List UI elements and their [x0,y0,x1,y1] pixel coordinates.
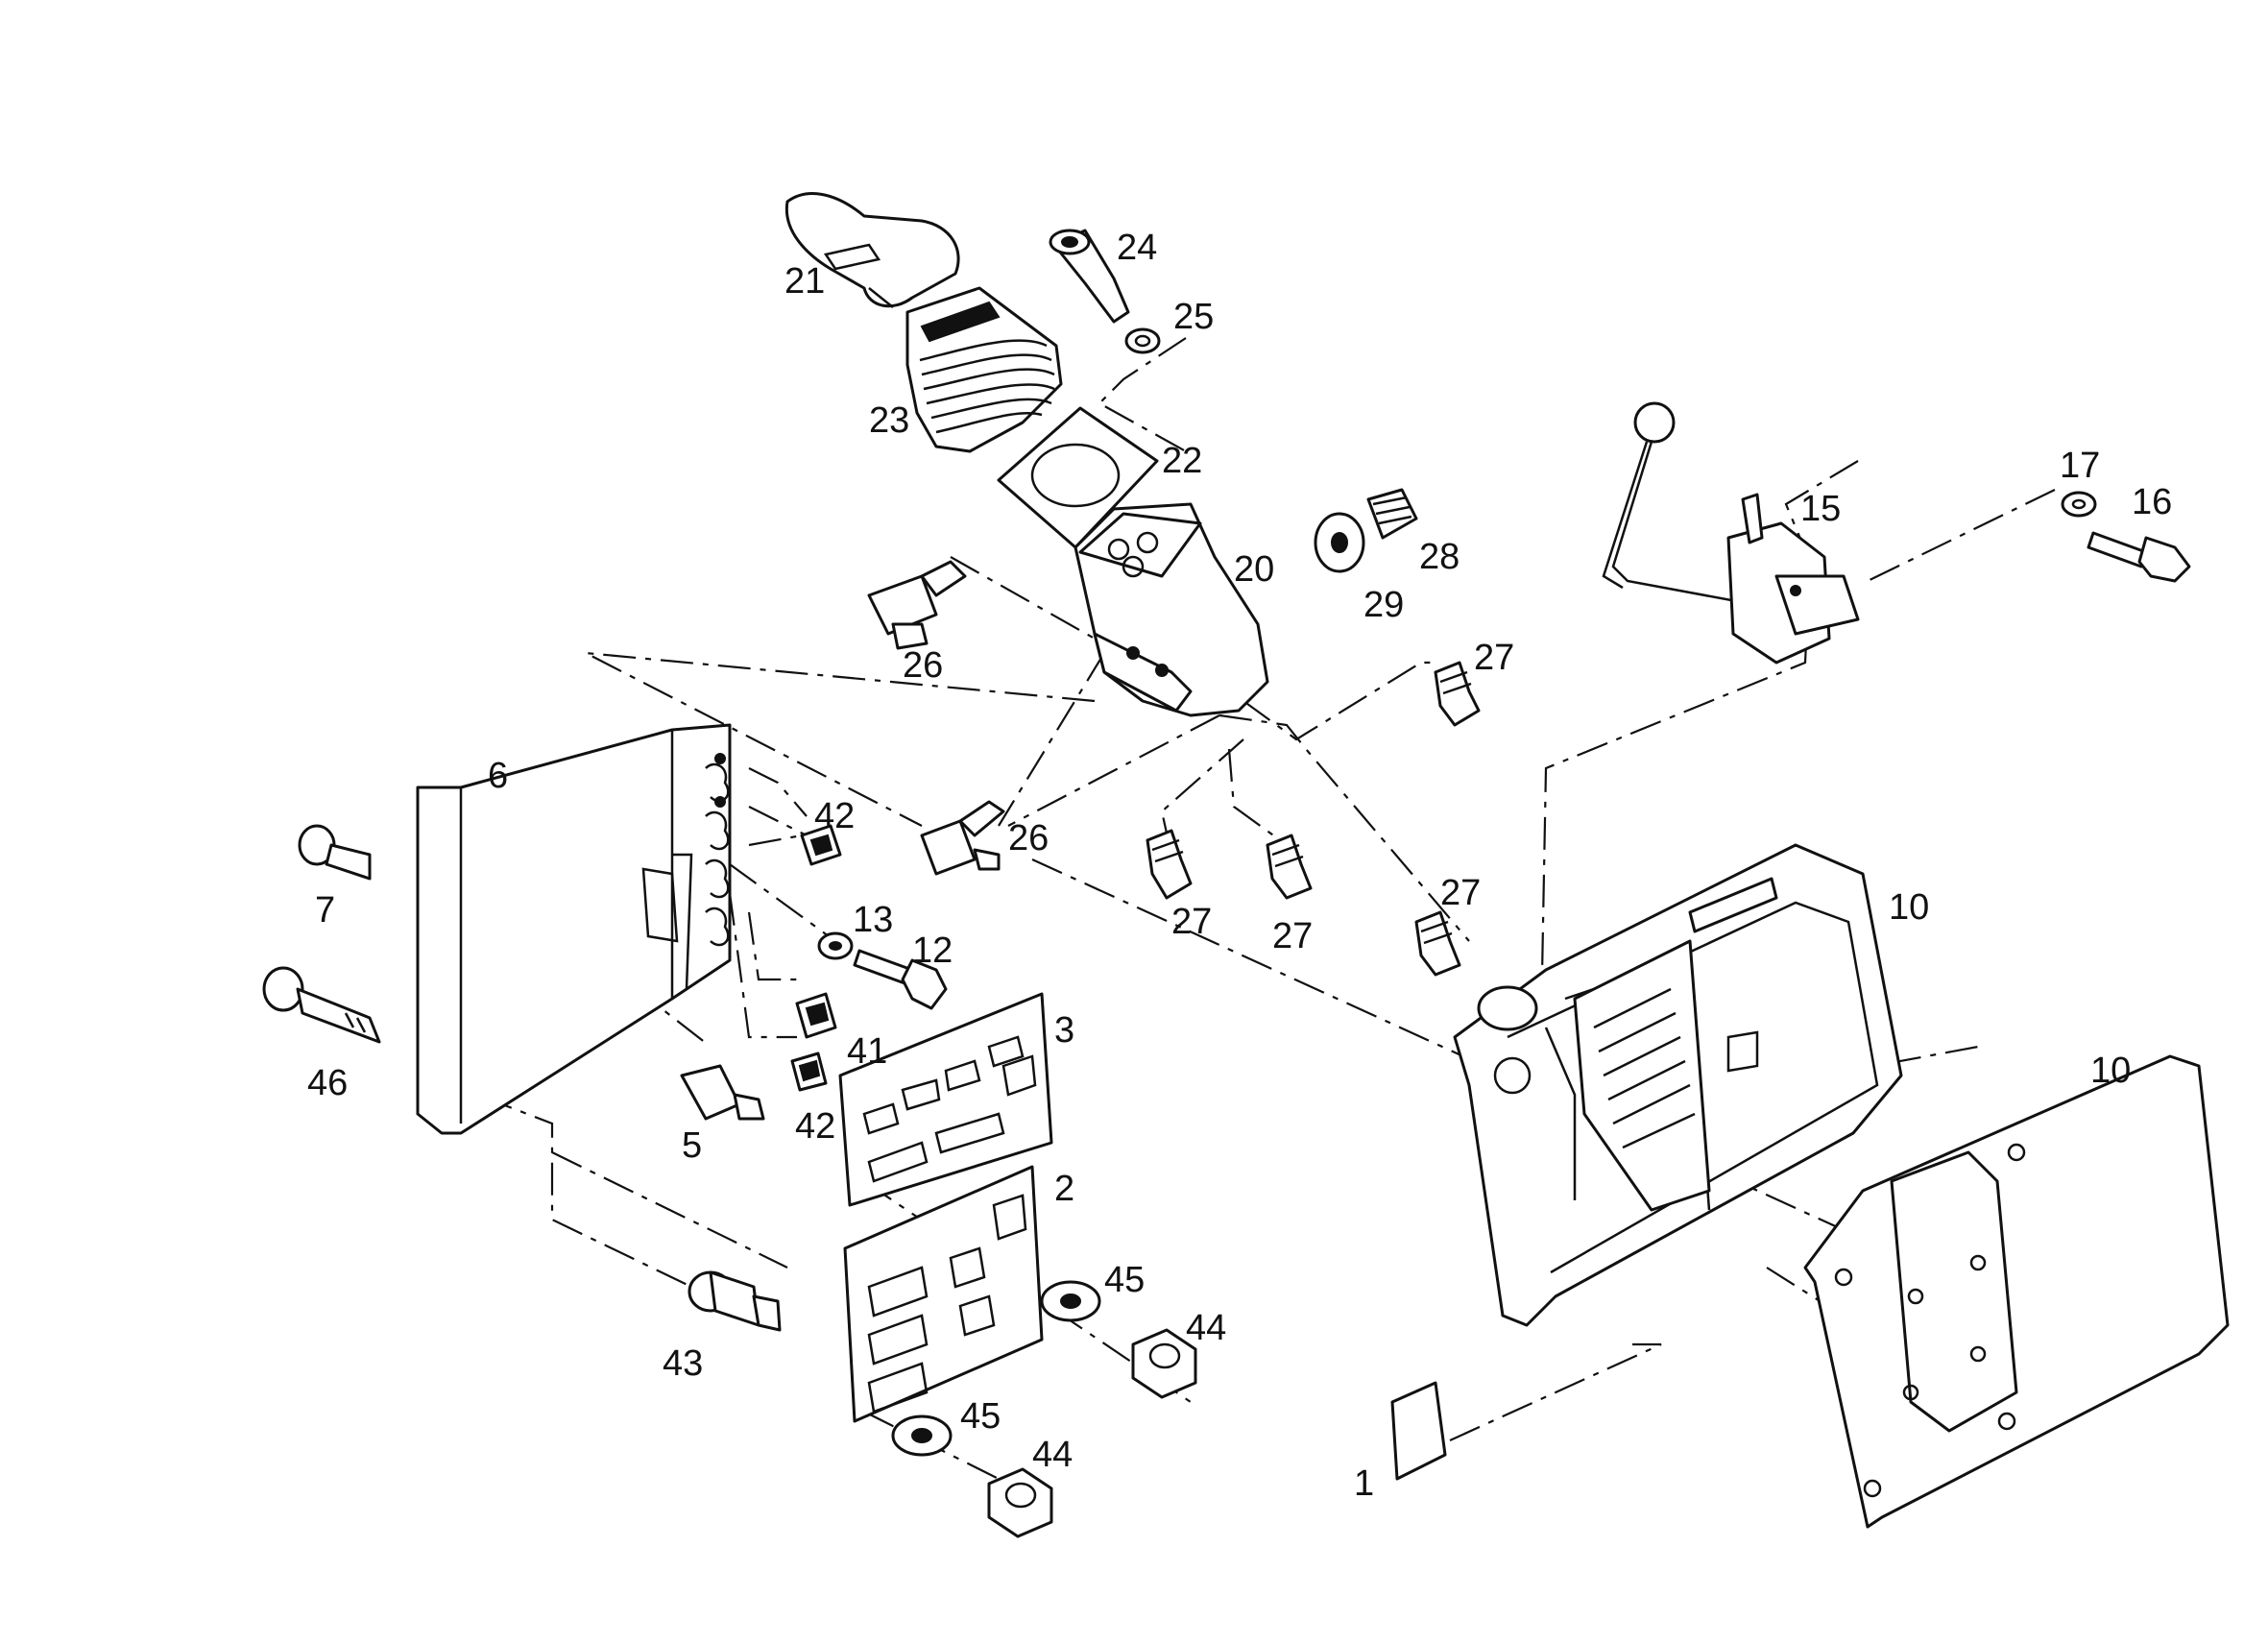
label-27a: 27 [1474,638,1514,678]
label-2: 2 [1054,1169,1074,1209]
terminal-strip [705,762,730,947]
label-44a: 44 [1186,1308,1226,1348]
label-21: 21 [784,261,825,302]
label-1: 1 [1354,1463,1374,1504]
label-6: 6 [488,756,508,796]
washer-25 [1124,327,1161,354]
screw-7 [298,824,372,881]
gasket-plate-22 [997,406,1159,549]
elbow-fitting-26a [867,560,967,650]
label-45b: 45 [960,1396,1001,1437]
label-22: 22 [1162,441,1202,481]
callouts: 21 24 25 23 22 28 29 20 26 26 27 27 27 2… [307,228,2172,1504]
cover-plate-10 [1803,1054,2230,1529]
label-15: 15 [1800,489,1841,529]
label-45a: 45 [1104,1260,1145,1300]
washer-17 [2061,491,2097,518]
label-17: 17 [2060,446,2100,486]
clip-42a [800,824,842,866]
rubber-boot-23 [905,286,1063,453]
washer-45a [1040,1280,1101,1322]
circuit-board-2 [843,1165,1044,1423]
joystick-handle-21 [784,192,960,308]
washer-29 [1314,512,1365,573]
label-41: 41 [847,1031,887,1072]
nut-44b [987,1467,1053,1538]
label-44b: 44 [1032,1435,1073,1475]
label-10b: 10 [2090,1051,2131,1091]
label-42b: 42 [795,1106,835,1147]
label-46: 46 [307,1063,348,1103]
label-28: 28 [1419,537,1460,577]
elbow-fitting-26b [920,800,1005,876]
label-12: 12 [912,931,953,971]
label-24: 24 [1117,228,1157,268]
fitting-27c [1266,834,1313,900]
bolt-46 [262,966,381,1044]
label-3: 3 [1054,1010,1074,1051]
label-43: 43 [663,1343,703,1384]
bracket-6 [416,723,732,1135]
bolt-12 [853,949,948,1010]
label-27c: 27 [1272,916,1313,956]
label-23: 23 [869,400,909,441]
label-7: 7 [315,890,335,931]
fitting-27a [1434,661,1481,727]
clip-42b [790,1052,828,1092]
label-10a: 10 [1889,887,1929,928]
bolt-16 [2087,531,2191,583]
plug-28 [1366,488,1418,540]
standoff-5 [680,1064,765,1121]
housing-10 [1453,843,1903,1327]
standoff-43 [688,1270,782,1332]
label-42a: 42 [814,796,855,836]
nut-44a [1131,1328,1197,1399]
label-27d: 27 [1440,873,1481,913]
valve-body-20 [1074,502,1269,717]
label-27b: 27 [1171,902,1212,942]
label-25: 25 [1173,297,1214,337]
label-20: 20 [1234,549,1274,590]
label-plate-1 [1390,1381,1447,1481]
label-16: 16 [2132,482,2172,522]
label-29: 29 [1363,585,1404,625]
washer-45b [891,1414,953,1457]
washer-13 [817,931,854,960]
label-5: 5 [682,1125,702,1166]
label-26a: 26 [903,645,943,686]
fitting-27d [1414,910,1461,977]
socket-cap-screw-24 [1049,229,1130,324]
label-13: 13 [853,900,893,940]
label-26b: 26 [1008,818,1049,858]
clip-41 [795,992,837,1039]
lever-switch-15 [1602,401,1860,665]
fitting-27b [1146,829,1193,900]
circuit-board-3 [838,992,1053,1207]
